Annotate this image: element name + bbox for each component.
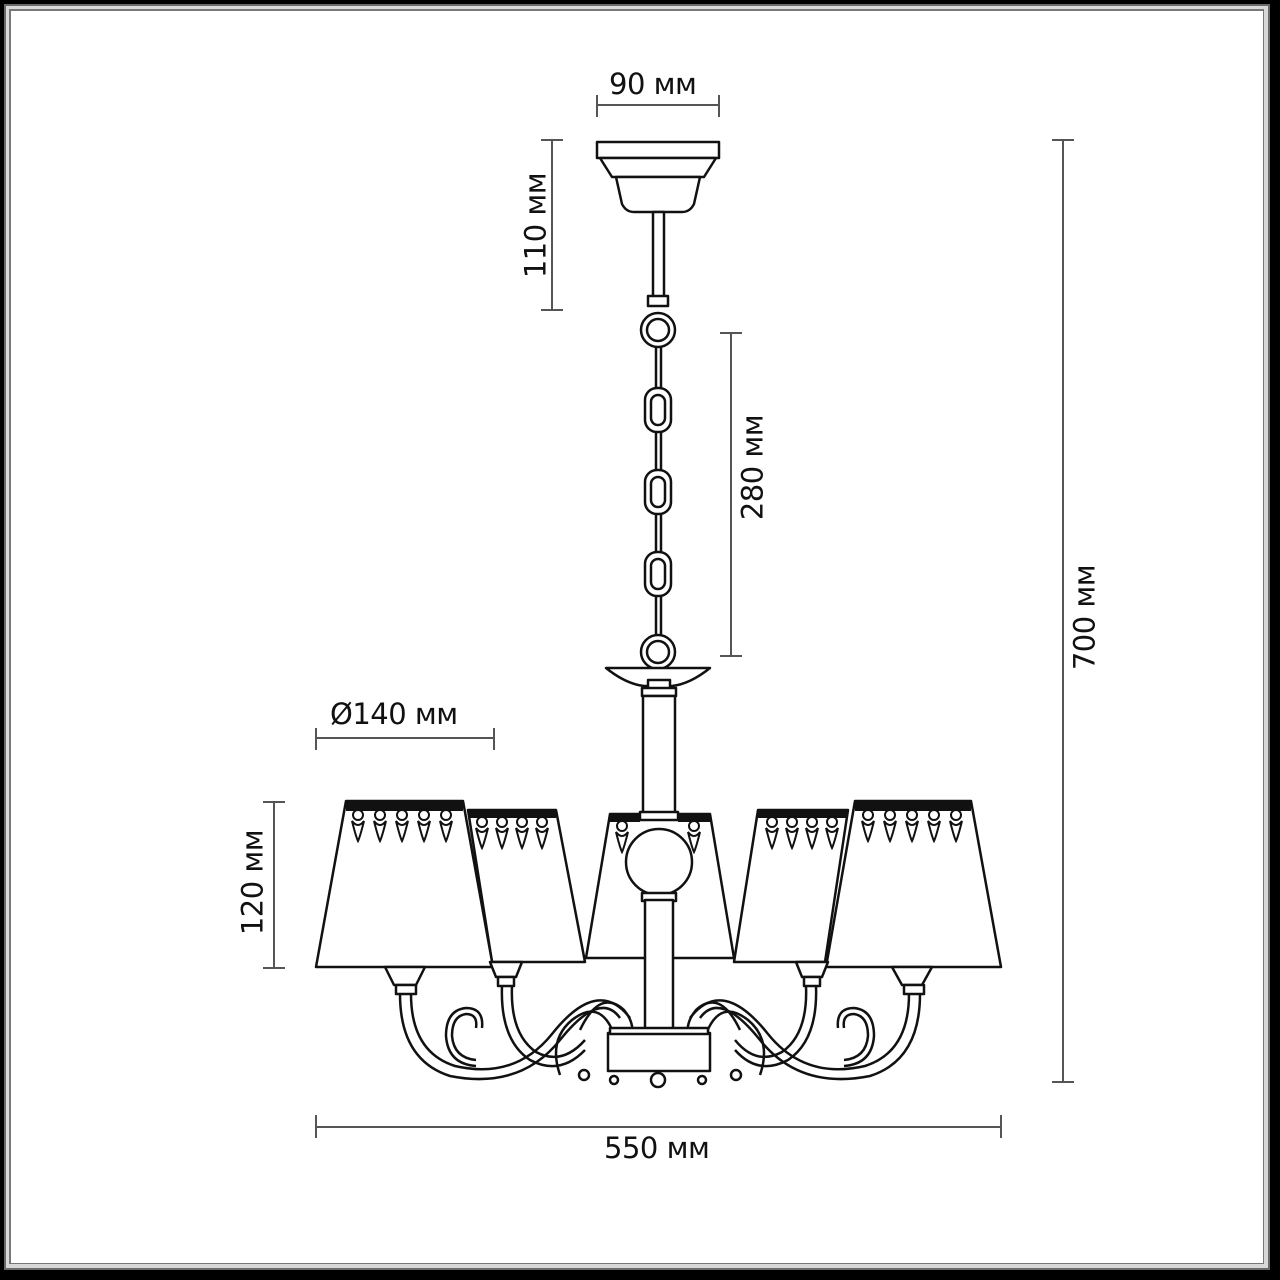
- arms: [398, 985, 922, 1081]
- lower-column: [643, 898, 675, 1032]
- canopy-width-label: 90 мм: [609, 67, 697, 101]
- drops: [577, 1068, 743, 1089]
- lace-trims: [346, 801, 971, 853]
- upper-column: [641, 694, 677, 818]
- canopy: [595, 140, 721, 214]
- base-box: [606, 1031, 712, 1073]
- rod: [651, 210, 666, 302]
- socket-holders: [383, 960, 934, 996]
- cup: [604, 666, 712, 688]
- chain-length-label: 280 мм: [735, 414, 770, 521]
- chain: [639, 311, 677, 671]
- shade-diameter-label: Ø140 мм: [330, 697, 458, 731]
- total-height-label: 700 мм: [1067, 564, 1102, 671]
- shade-height-label: 120 мм: [235, 829, 270, 936]
- dimension-lines: [263, 95, 1074, 1138]
- sphere: [624, 827, 694, 897]
- canopy-height-label: 110 мм: [518, 172, 553, 279]
- total-width-label: 550 мм: [604, 1131, 710, 1165]
- chandelier: [314, 140, 1003, 1089]
